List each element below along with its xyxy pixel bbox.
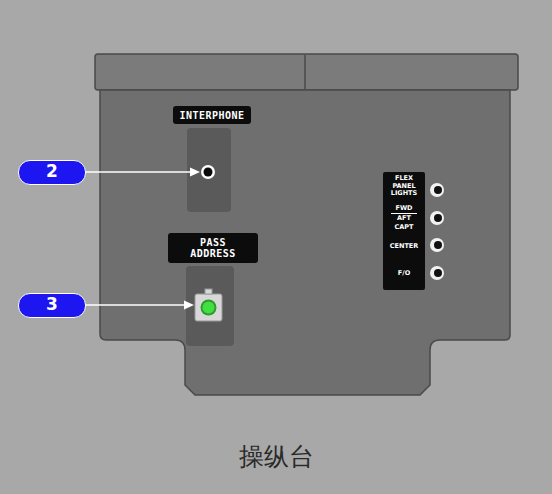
plate-label: INTERPHONE [173,110,251,121]
knob [430,211,444,225]
control-label: FWD [391,205,416,214]
label-plate: INTERPHONE [173,106,251,124]
callout-number: 3 [18,293,86,318]
pa-light [203,302,215,314]
callout-number: 3 [19,294,85,315]
control-label: CENTER [383,243,425,251]
control-label: F/O [383,270,425,278]
panel-body [100,90,510,395]
pa-light-ring [201,300,217,316]
knob [430,183,444,197]
knob-center [434,214,442,222]
knob [430,238,444,252]
leader-arrow [184,301,194,310]
light-control-plate: FLEX PANEL LIGHTS FWDAFTCAPT CENTER F/O [383,172,425,290]
leader-line [86,171,192,173]
knob-center [434,186,442,194]
knob-center [434,269,442,277]
caption: 操纵台 [0,440,552,473]
jack-ring [201,165,215,179]
light-knobs [430,183,444,280]
label-plate: PASS ADDRESS [168,233,258,263]
interphone-inset [187,128,231,212]
control-label: AFT [383,215,425,223]
callout-number: 2 [18,160,86,185]
pa-inset [186,266,234,346]
interphone-jack [204,168,213,177]
knob [430,266,444,280]
plate-label: PASS ADDRESS [174,237,252,259]
top-band [95,54,518,90]
control-label: FLEX PANEL LIGHTS [383,175,425,198]
leader-line [86,304,186,306]
knob-center [434,241,442,249]
control-label: CAPT [383,224,425,232]
pa-switch [195,294,222,321]
band-divider [304,55,306,89]
pa-switch-tab [205,289,212,294]
leader-arrow [190,168,200,177]
callout-number: 2 [19,161,85,182]
